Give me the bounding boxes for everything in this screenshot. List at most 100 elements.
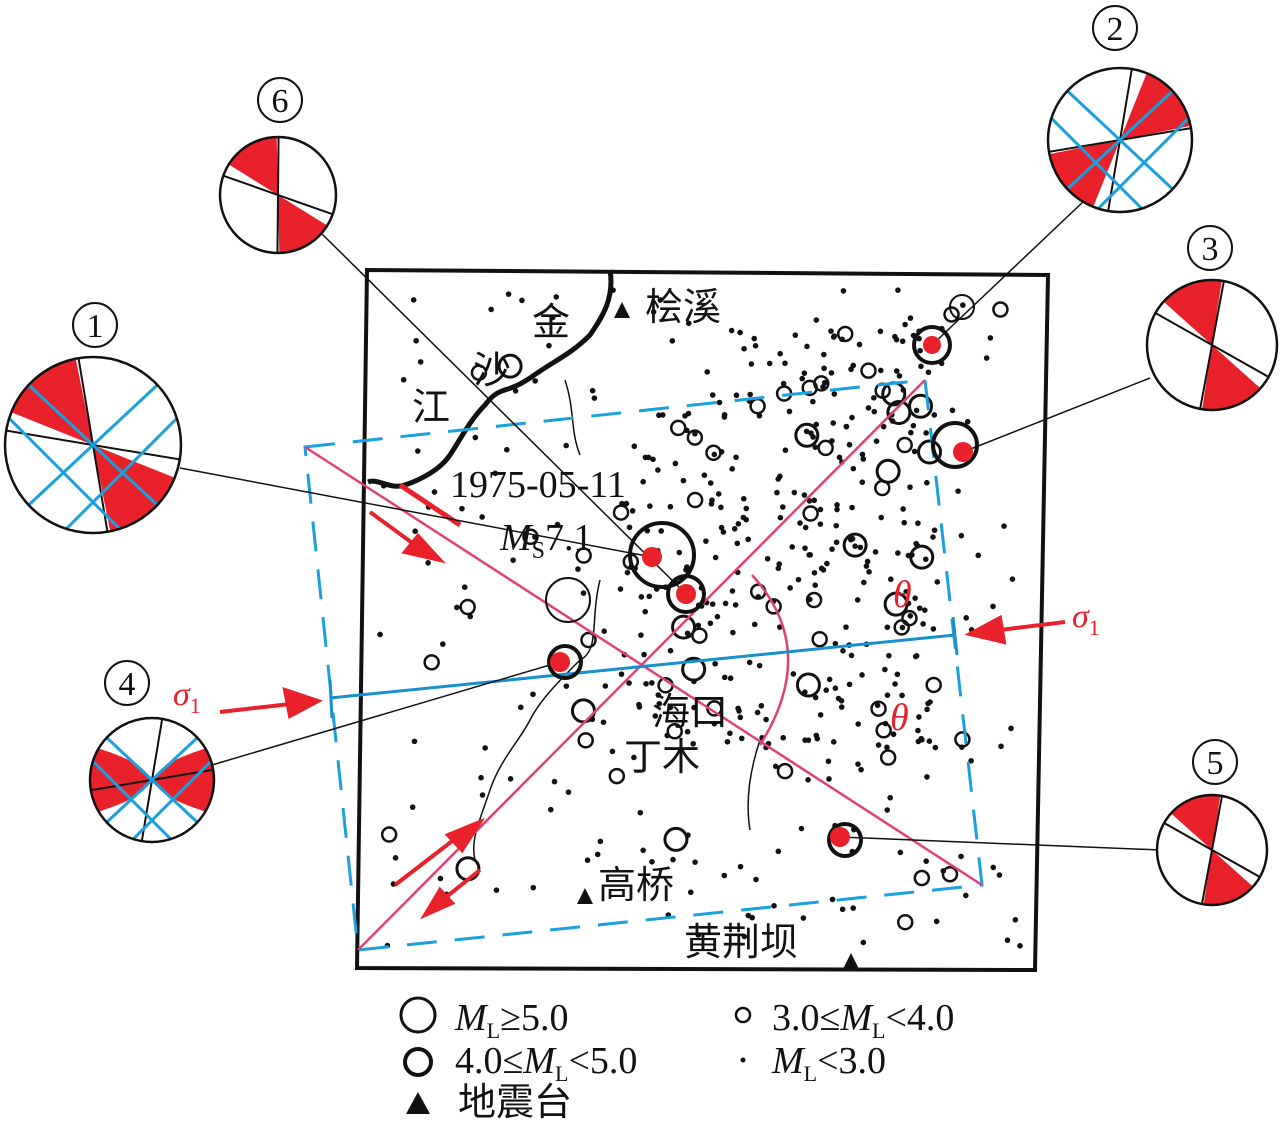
event-dot	[829, 438, 835, 444]
leader-lines	[179, 199, 1161, 851]
event-dot	[776, 624, 783, 630]
event-dot	[983, 355, 990, 361]
event-dot	[803, 428, 810, 435]
event-dot	[910, 422, 917, 429]
event-dot	[920, 621, 926, 627]
mechanism-number-badge	[1192, 739, 1238, 785]
event-dot	[806, 498, 813, 504]
event-dot	[907, 612, 914, 619]
event-circle-small	[608, 767, 626, 785]
event-dot	[664, 732, 671, 739]
event-dot	[731, 526, 738, 532]
event-dot	[636, 704, 643, 710]
event-dot	[554, 521, 561, 528]
mechanism-number: 1	[87, 308, 104, 345]
event-dot	[746, 659, 753, 666]
event-dot	[650, 456, 656, 463]
event-dot	[873, 438, 880, 444]
event-dot	[510, 557, 516, 563]
event-dot	[839, 336, 845, 343]
event-dot	[802, 737, 808, 743]
event-circle-small	[817, 439, 834, 457]
event-circle-small	[805, 591, 823, 609]
event-dot	[763, 716, 769, 723]
event-dot	[854, 597, 861, 603]
event-dot	[826, 676, 833, 683]
event-dot	[918, 363, 924, 370]
event-dot	[800, 915, 807, 921]
event-dot	[799, 375, 806, 382]
event-dot	[907, 315, 914, 321]
jinsha-river	[367, 269, 614, 489]
event-dot	[546, 342, 552, 349]
event-dot	[859, 479, 866, 486]
event-dot	[718, 524, 725, 531]
event-dot	[776, 561, 782, 567]
event-dot	[392, 855, 399, 861]
event-dot	[899, 338, 906, 345]
event-dot	[775, 565, 782, 572]
event-dot	[645, 454, 652, 461]
event-dot	[685, 320, 692, 327]
event-dot	[958, 532, 965, 539]
event-dot	[672, 460, 679, 467]
event-dot	[609, 748, 616, 755]
event-dot	[503, 446, 510, 453]
mechanism-number: 4	[119, 666, 136, 703]
event-dot	[913, 652, 920, 659]
event-dot	[824, 560, 830, 567]
event-dot	[850, 362, 857, 369]
event-dot	[377, 631, 383, 638]
event-circle-small	[580, 631, 597, 649]
event-dot	[684, 728, 691, 735]
event-dot	[530, 884, 537, 891]
event-dot	[865, 405, 872, 411]
event-dot	[884, 692, 891, 698]
event-circle-small	[836, 325, 854, 343]
event-dot	[990, 864, 997, 871]
mechanism-number: 3	[1202, 231, 1219, 268]
event-dot	[631, 443, 638, 450]
event-dot	[871, 408, 878, 415]
event-dot	[751, 335, 758, 342]
focal-mechanism-4: 4	[88, 660, 216, 844]
event-circle-small	[459, 598, 476, 616]
event-dot	[409, 804, 416, 810]
event-circle-small	[666, 723, 683, 740]
event-dot	[687, 889, 694, 896]
event-circle-small	[522, 528, 539, 546]
event-dot	[924, 774, 930, 780]
event-dot	[964, 418, 971, 425]
event-circle-small	[380, 826, 398, 843]
legend-lt3: ML<3.0	[771, 1040, 886, 1086]
event-dot	[565, 789, 572, 795]
event-dot	[703, 538, 709, 544]
station-icon	[577, 888, 593, 904]
event-dot	[492, 470, 499, 477]
event-dot	[923, 430, 929, 436]
event-dot	[737, 863, 744, 870]
event-dot	[711, 451, 718, 458]
event-dot	[745, 912, 752, 919]
event-dot	[638, 632, 644, 638]
event-circle-small	[577, 732, 594, 749]
event-dot	[575, 566, 581, 572]
stress-arrows	[219, 482, 1066, 920]
event-dot	[1001, 523, 1007, 529]
event-circle-small	[860, 362, 877, 379]
event-circle-small	[749, 397, 766, 415]
event-dot	[709, 601, 716, 607]
event-circle-medium	[908, 393, 934, 419]
event-dot	[657, 297, 664, 303]
event-dot	[812, 582, 819, 589]
event-dot	[817, 521, 824, 527]
event-dot	[872, 549, 879, 555]
event-dot	[680, 477, 687, 484]
event-circle-small	[470, 364, 488, 381]
event-dot	[1004, 937, 1011, 944]
event-dot	[747, 391, 753, 398]
event-dot	[667, 704, 674, 711]
event-dot	[859, 451, 866, 458]
event-dot	[836, 454, 843, 461]
axis-tick	[328, 679, 334, 719]
